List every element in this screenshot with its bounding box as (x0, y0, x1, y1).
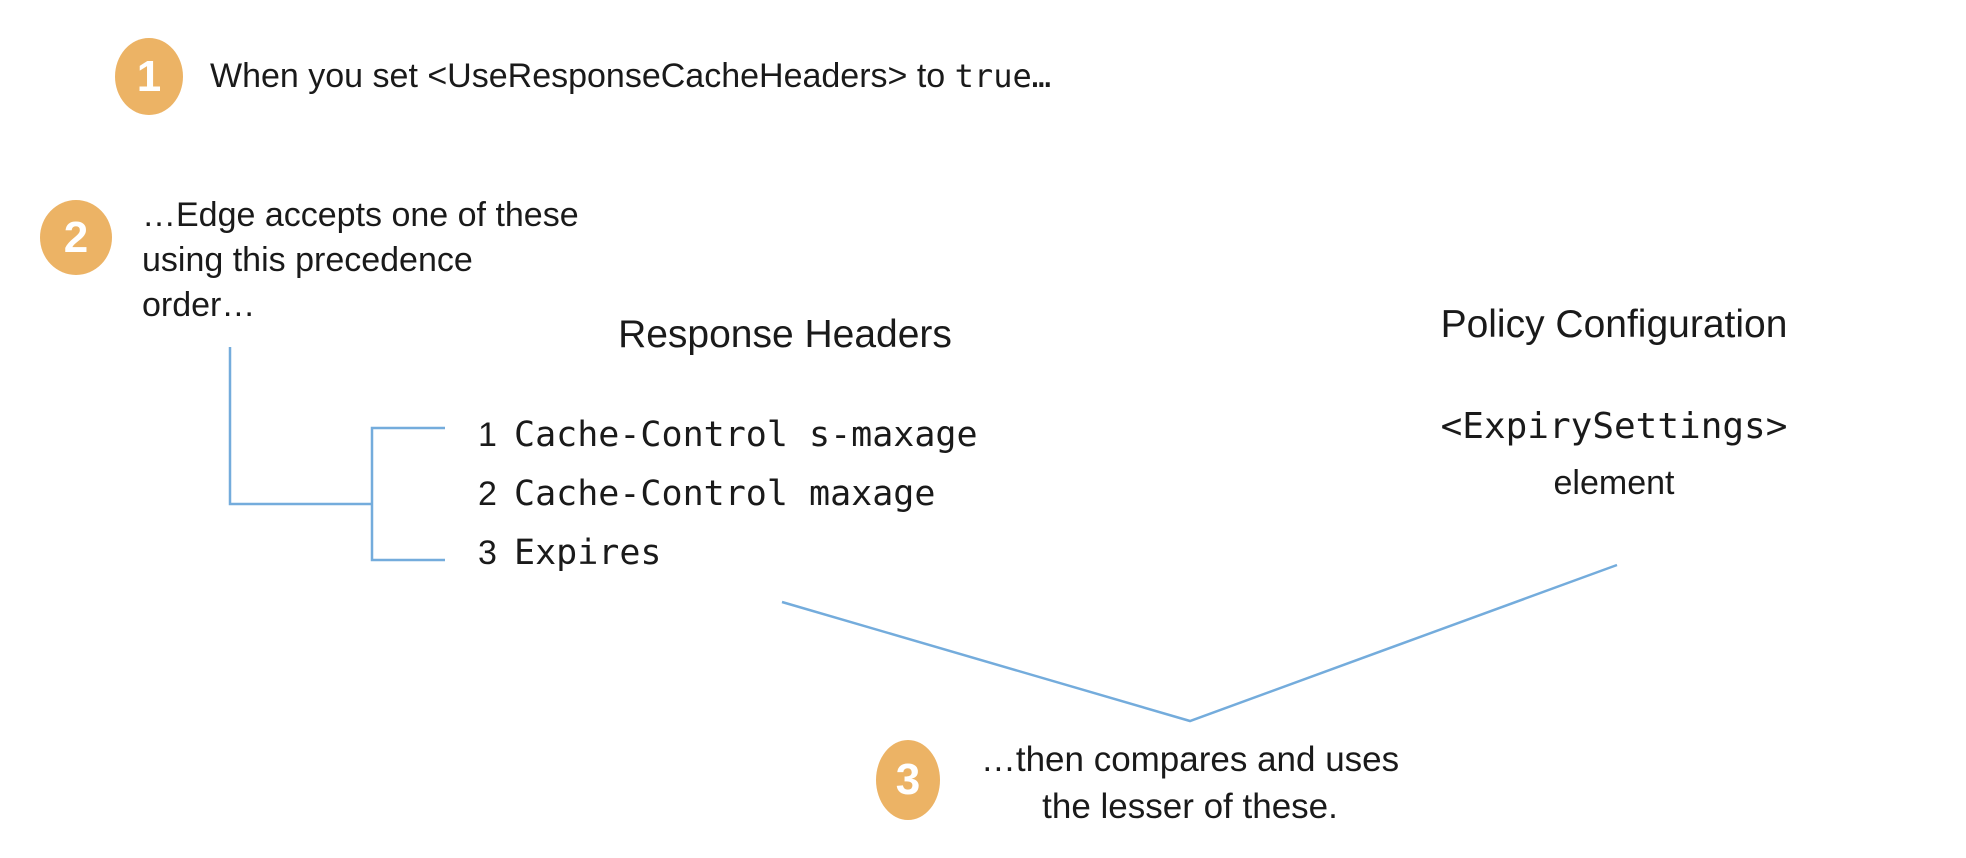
precedence-connector-line (228, 347, 372, 506)
step-2-number: 2 (63, 212, 89, 262)
response-header-item-rank: 3 (478, 534, 497, 572)
response-header-item: 3 Expires (478, 533, 662, 577)
step-2-caption: …Edge accepts one of these using this pr… (142, 193, 579, 328)
response-header-item: 2 Cache-Control maxage (478, 474, 935, 518)
step-1-number: 1 (136, 51, 162, 101)
step-1-badge: 1 (115, 38, 183, 115)
policy-configuration-title: Policy Configuration (1440, 303, 1788, 346)
step-3-number: 3 (895, 755, 921, 804)
response-header-item-value: Cache-Control s-maxage (514, 415, 978, 455)
step-2-caption-line-2: using this precedence (142, 241, 473, 279)
list-bracket-line (370, 426, 445, 562)
step-3-caption: …then compares and uses the lesser of th… (950, 736, 1430, 830)
response-header-item-rank: 2 (478, 475, 497, 513)
step-2-caption-line-3: order… (142, 286, 256, 324)
response-header-item-value: Expires (514, 533, 662, 573)
expiry-settings-code: <ExpirySettings> (1440, 406, 1788, 447)
response-headers-title: Response Headers (618, 313, 952, 356)
step-2-caption-line-1: …Edge accepts one of these (142, 196, 579, 234)
step-2-badge: 2 (40, 200, 112, 275)
expiry-settings-element-label: element (1553, 464, 1675, 502)
compare-v-line (781, 563, 1618, 723)
step-1-caption-code: true… (954, 57, 1051, 95)
response-header-item-value: Cache-Control maxage (514, 474, 936, 514)
response-header-item: 1 Cache-Control s-maxage (478, 415, 978, 459)
step-1-caption-text: When you set <UseResponseCacheHeaders> t… (210, 57, 955, 95)
step-3-caption-line-2: the lesser of these. (1042, 787, 1338, 826)
response-header-item-rank: 1 (478, 416, 497, 454)
step-3-caption-line-1: …then compares and uses (980, 740, 1400, 779)
step-3-badge: 3 (876, 740, 940, 820)
step-1-caption: When you set <UseResponseCacheHeaders> t… (210, 56, 1051, 96)
